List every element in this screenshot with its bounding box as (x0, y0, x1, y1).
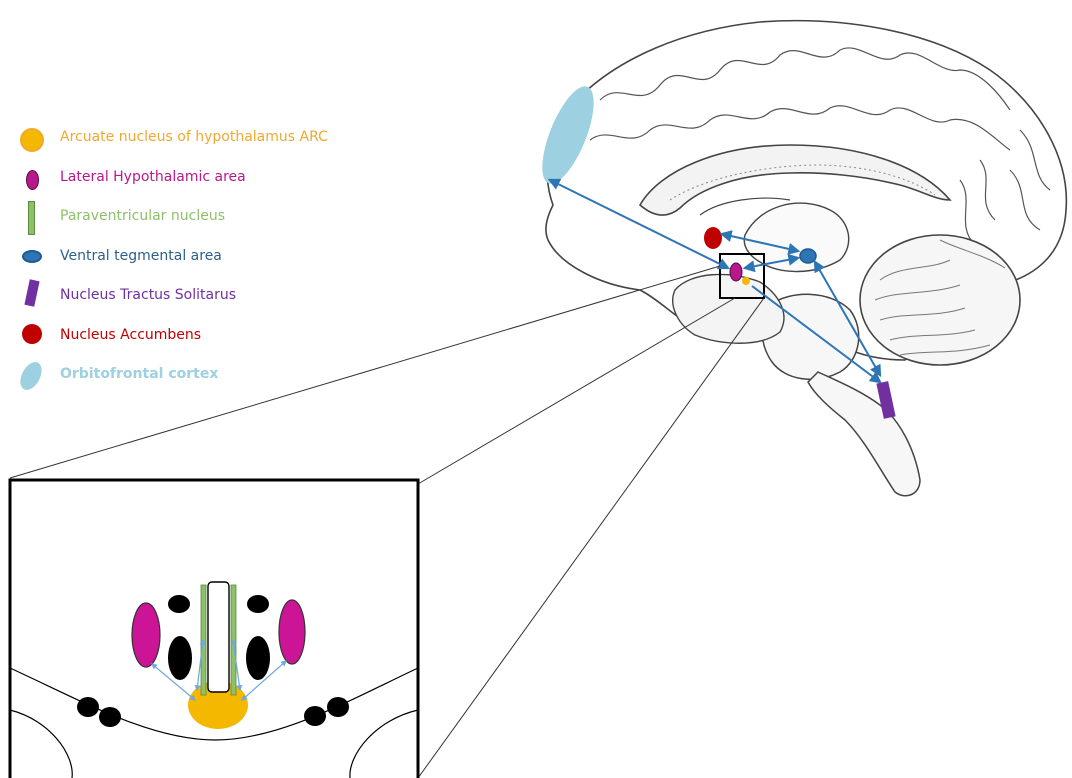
inset-nucleus (168, 595, 190, 613)
vta-region (800, 249, 816, 263)
inset-third-ventricle (208, 582, 229, 692)
lha-region (730, 263, 742, 281)
ofc-region (532, 80, 604, 190)
inset-nucleus (168, 636, 192, 680)
inset-nucleus (246, 636, 270, 680)
inset-nucleus (99, 707, 121, 727)
nac-region (704, 227, 722, 249)
inset-nucleus (327, 697, 349, 717)
inset-pvn-left (201, 585, 206, 695)
brainstem (808, 372, 920, 496)
inset-panel (10, 480, 418, 778)
inset-lha-right (279, 600, 305, 664)
inset-lha-left (132, 603, 160, 667)
temporal-lobe (673, 274, 784, 343)
inset-nucleus (247, 595, 269, 613)
inset-nucleus (304, 706, 326, 726)
thalamus (744, 203, 848, 271)
inset-nucleus (77, 697, 99, 717)
cerebellum (860, 235, 1020, 365)
arc-region (742, 277, 750, 285)
